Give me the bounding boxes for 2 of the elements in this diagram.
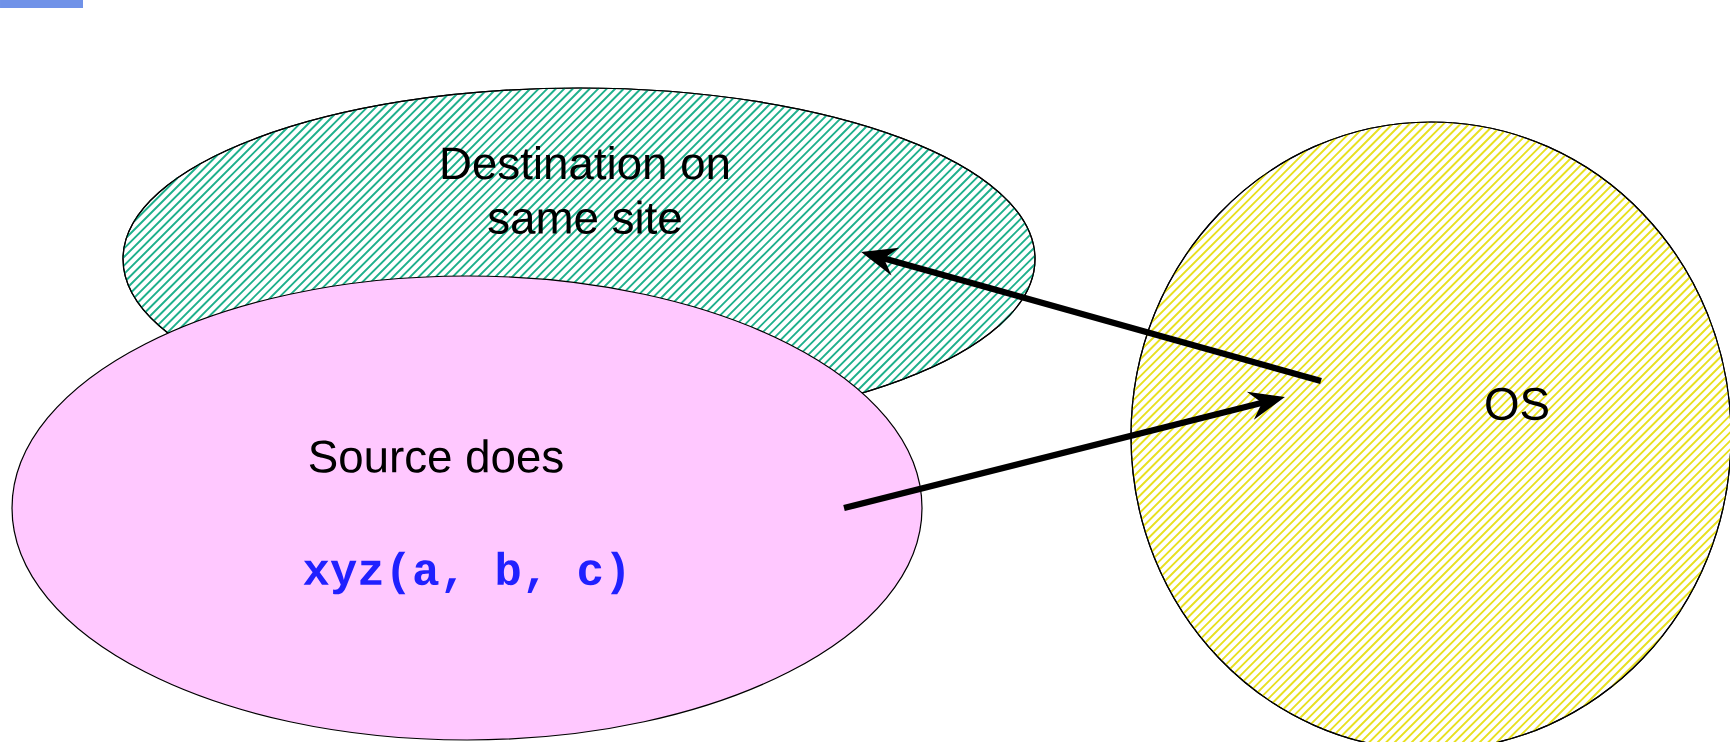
- node-label: Source does: [309, 439, 563, 473]
- code-text: xyz(a, b, c): [303, 551, 624, 595]
